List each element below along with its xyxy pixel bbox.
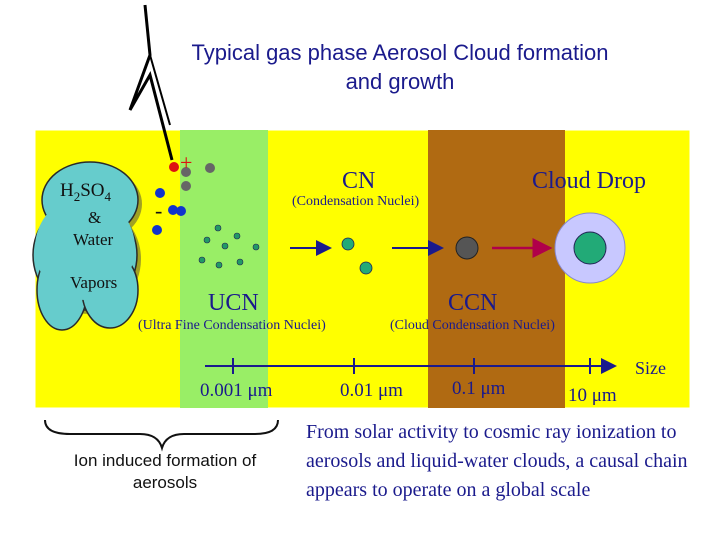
ion-blue xyxy=(152,225,162,235)
vapor-formula: H2SO4 xyxy=(60,180,111,205)
size-tick-label: 0.01 μm xyxy=(340,380,403,402)
minus-sign: - xyxy=(155,198,162,224)
ion-formation-caption: Ion induced formation of aerosols xyxy=(40,450,290,494)
vapor-water: Water xyxy=(73,230,113,250)
vapor-sub2: 4 xyxy=(105,189,112,204)
ucn-label: UCN xyxy=(208,290,259,317)
size-tick-label: 10 μm xyxy=(568,385,617,407)
ion-formation-brace xyxy=(45,420,278,448)
ccn-particle xyxy=(456,237,478,259)
cn-full-label: (Condensation Nuclei) xyxy=(292,194,419,210)
vapor-so: SO xyxy=(80,180,104,201)
ucn-full-label: (Ultra Fine Condensation Nuclei) xyxy=(138,318,326,334)
ccn-full-label: (Cloud Condensation Nuclei) xyxy=(390,318,555,334)
vapor-vapors: Vapors xyxy=(70,273,117,293)
ion-gray xyxy=(181,181,191,191)
vapor-h: H xyxy=(60,180,74,201)
ion-red xyxy=(169,162,179,172)
cn-label: CN xyxy=(342,168,375,195)
cn-particle xyxy=(360,262,372,274)
ccn-label: CCN xyxy=(448,290,497,317)
plus-sign: + xyxy=(180,150,192,176)
size-axis-label: Size xyxy=(635,358,666,379)
page-title: Typical gas phase Aerosol Cloud formatio… xyxy=(180,38,620,96)
ion-blue xyxy=(176,206,186,216)
ion-gray xyxy=(205,163,215,173)
size-tick-label: 0.1 μm xyxy=(452,378,505,400)
cloud-drop-inner xyxy=(574,232,606,264)
cloud-drop-label: Cloud Drop xyxy=(532,168,646,195)
cn-particle xyxy=(342,238,354,250)
causal-chain-caption: From solar activity to cosmic ray ioniza… xyxy=(306,418,716,505)
ion-blue xyxy=(155,188,165,198)
size-tick-label: 0.001 μm xyxy=(200,380,272,402)
vapor-and: & xyxy=(88,208,101,228)
